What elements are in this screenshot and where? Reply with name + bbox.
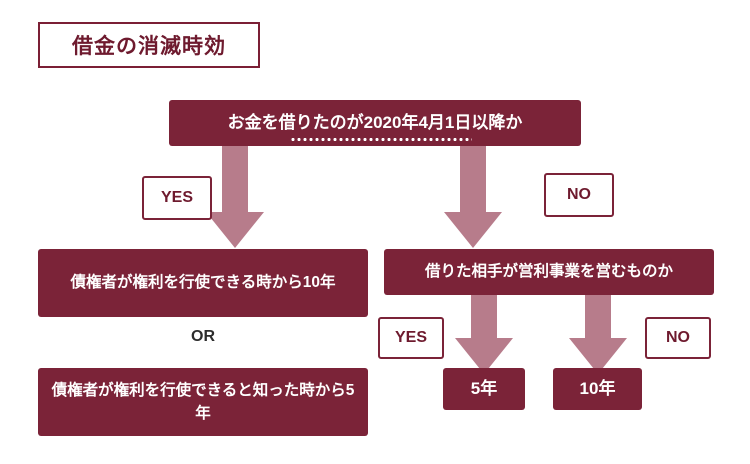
label-no-1-text: NO (567, 186, 591, 203)
node-question-2: 借りた相手が営利事業を営むものか (384, 249, 714, 295)
node-result-1-text: 5年 (470, 379, 498, 399)
label-yes-2-text: YES (394, 329, 427, 346)
node-outcome-left-1: 債権者が権利を行使できる時から10年 (38, 249, 368, 317)
node-result-2-text: 10年 (579, 379, 616, 399)
arrow-q1-to-left1 (206, 146, 264, 248)
page-title: 借金の消滅時効 (72, 35, 226, 58)
label-no-2: NO (645, 317, 711, 359)
arrow-q2-to-r1 (455, 295, 513, 374)
node-outcome-left-2-text: 債権者が権利を行使できると知った時から5年 (51, 381, 355, 422)
label-no-1: NO (544, 173, 614, 217)
node-outcome-left-2: 債権者が権利を行使できると知った時から5年 (38, 368, 368, 436)
node-outcome-left-1-text: 債権者が権利を行使できる時から10年 (70, 274, 336, 292)
node-result-1: 5年 (443, 368, 525, 410)
arrow-q2-to-r2 (569, 295, 627, 374)
node-result-2: 10年 (553, 368, 642, 410)
question-1-underline (290, 138, 472, 141)
node-question-2-text: 借りた相手が営利事業を営むものか (424, 263, 673, 281)
label-no-2-text: NO (666, 329, 690, 346)
arrow-q1-to-q2 (444, 146, 502, 248)
or-connector: OR (191, 328, 215, 345)
label-yes-1: YES (142, 176, 212, 220)
page-title-box: 借金の消滅時効 (38, 22, 260, 68)
arrow-yes-left (214, 146, 256, 243)
label-yes-1-text: YES (160, 189, 193, 206)
label-yes-2: YES (378, 317, 444, 359)
node-question-1-text: お金を借りたのが2020年4月1日以降か (227, 113, 523, 133)
